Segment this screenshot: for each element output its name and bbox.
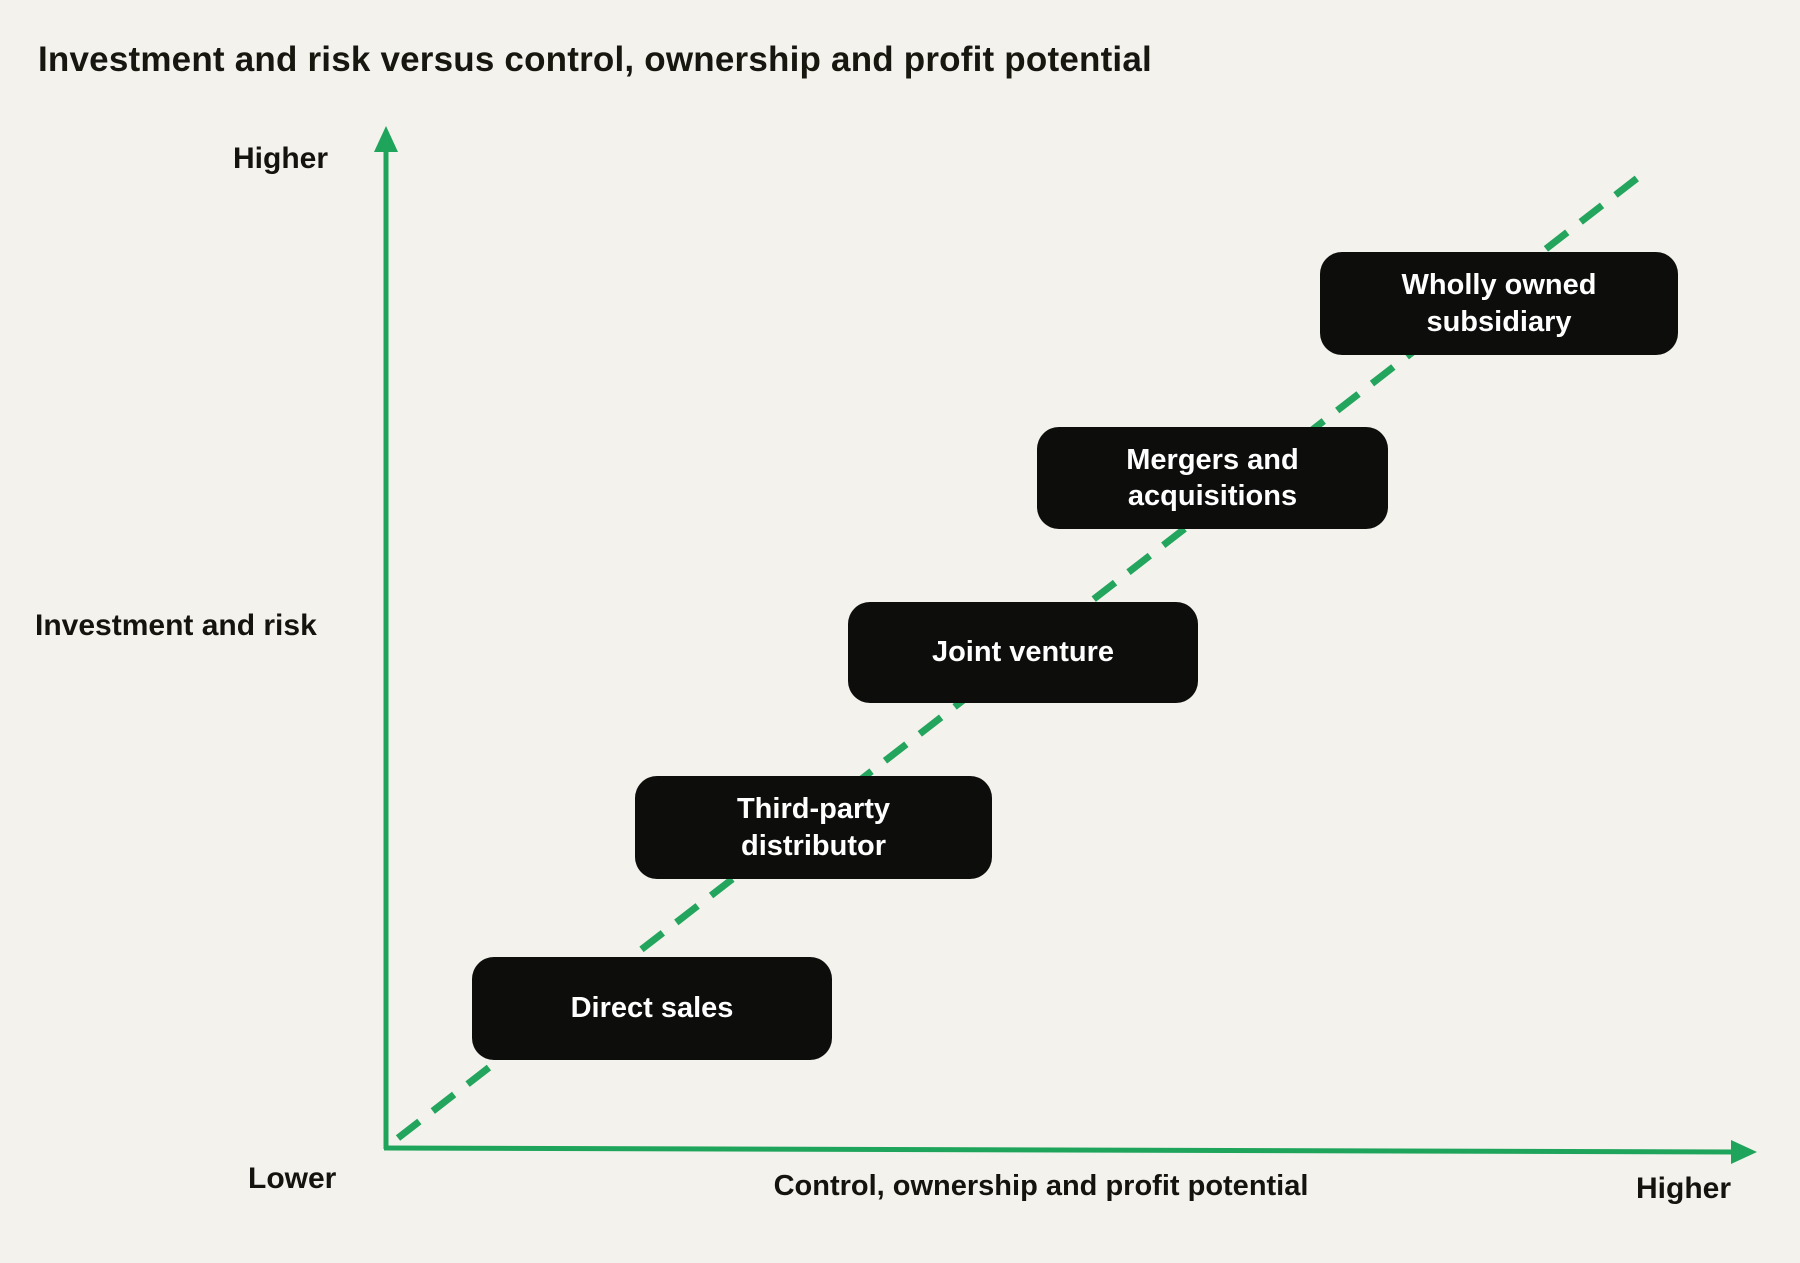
x-axis-title: Control, ownership and profit potential: [773, 1170, 1309, 1202]
y-axis-higher-label: Higher: [233, 142, 329, 175]
node-wholly-owned-subsidiary: Wholly owned subsidiary: [1320, 252, 1678, 355]
node-label: Direct sales: [570, 992, 734, 1025]
node-label: Mergers and acquisitions: [1126, 443, 1299, 512]
y-axis-title: Investment and risk: [35, 609, 317, 642]
node-direct-sales: Direct sales: [472, 957, 832, 1060]
node-label: Third-party distributor: [736, 793, 891, 862]
node-mergers-and-acquisitions: Mergers and acquisitions: [1037, 427, 1388, 529]
diagram-title: Investment and risk versus control, owne…: [38, 40, 1152, 79]
node-third-party-distributor: Third-party distributor: [635, 776, 992, 879]
node-joint-venture: Joint venture: [848, 602, 1198, 703]
node-label: Joint venture: [931, 636, 1115, 669]
x-axis-arrowhead: [1731, 1140, 1757, 1164]
node-label: Wholly owned subsidiary: [1401, 269, 1597, 338]
x-axis-higher-label: Higher: [1636, 1172, 1732, 1205]
y-axis-lower-label: Lower: [248, 1162, 337, 1195]
x-axis-line: [383, 1145, 1737, 1155]
y-axis-arrowhead: [374, 126, 398, 152]
